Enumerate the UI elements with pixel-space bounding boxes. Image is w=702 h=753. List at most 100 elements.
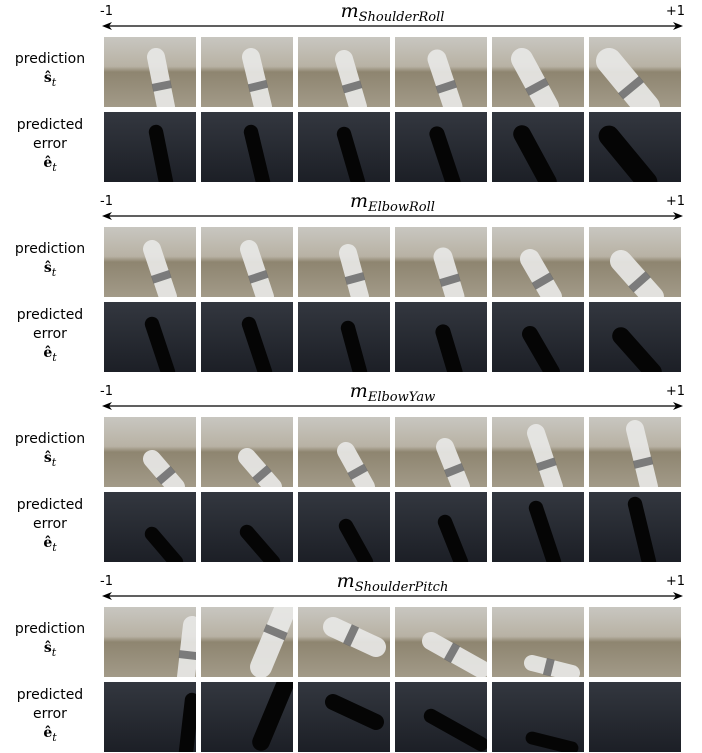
axis-title-subscript: ShoulderRoll — [358, 10, 445, 25]
row-label-text: prediction — [14, 621, 86, 637]
axis-arrow — [102, 22, 683, 30]
row-label-prediction: prediction ŝt — [0, 50, 100, 92]
row-label-prediction: prediction ŝt — [0, 240, 100, 282]
prediction-row — [104, 37, 681, 107]
row-label-symbol: êt — [43, 345, 57, 364]
prediction-row — [104, 607, 681, 677]
row-label-text: predicted — [16, 687, 84, 703]
axis-arrow — [102, 592, 683, 600]
row-label-error: predicted error êt — [0, 496, 100, 557]
axis-title-subscript: ShoulderPitch — [354, 580, 449, 595]
error-frame — [492, 682, 584, 752]
axis-title: mElbowYaw — [100, 380, 685, 405]
axis-min-label: -1 — [100, 194, 113, 209]
axis-title-subscript: ElbowRoll — [368, 200, 435, 215]
error-frame — [589, 492, 681, 562]
error-frame — [492, 112, 584, 182]
error-frame — [589, 112, 681, 182]
prediction-frame — [395, 417, 487, 487]
error-frame — [589, 302, 681, 372]
axis-min-label: -1 — [100, 384, 113, 399]
axis-title-variable: m — [336, 570, 355, 592]
prediction-row — [104, 227, 681, 297]
axis-title-variable: m — [349, 380, 368, 402]
prediction-frame — [395, 607, 487, 677]
error-frame — [298, 682, 390, 752]
error-frame — [298, 492, 390, 562]
axis-title: mShoulderRoll — [100, 0, 685, 25]
error-frame — [492, 492, 584, 562]
row-label-error: predicted error êt — [0, 116, 100, 177]
prediction-frame — [589, 227, 681, 297]
prediction-frame — [589, 417, 681, 487]
axis-max-label: +1 — [665, 194, 685, 209]
prediction-frame — [395, 37, 487, 107]
prediction-frame — [492, 227, 584, 297]
row-label-error: predicted error êt — [0, 306, 100, 367]
prediction-frame — [104, 37, 196, 107]
axis-title-variable: m — [340, 0, 359, 22]
error-frame — [104, 492, 196, 562]
prediction-frame — [492, 417, 584, 487]
axis-min-label: -1 — [100, 4, 113, 19]
prediction-frame — [492, 37, 584, 107]
prediction-frame — [104, 227, 196, 297]
error-frame — [201, 302, 293, 372]
row-label-symbol: êt — [43, 535, 57, 554]
row-label-text: error — [33, 326, 67, 342]
axis-arrow — [102, 212, 683, 220]
prediction-row — [104, 417, 681, 487]
error-frame — [395, 112, 487, 182]
error-frame — [395, 492, 487, 562]
row-label-prediction: prediction ŝt — [0, 620, 100, 662]
row-label-text: prediction — [14, 241, 86, 257]
prediction-frame — [589, 607, 681, 677]
axis-max-label: +1 — [665, 4, 685, 19]
row-label-symbol: ŝt — [43, 450, 57, 469]
prediction-frame — [298, 607, 390, 677]
axis-max-label: +1 — [665, 384, 685, 399]
prediction-frame — [395, 227, 487, 297]
error-frame — [395, 302, 487, 372]
row-label-text: predicted — [16, 497, 84, 513]
row-label-text: error — [33, 516, 67, 532]
error-row — [104, 492, 681, 562]
axis-arrow — [102, 402, 683, 410]
prediction-frame — [298, 37, 390, 107]
prediction-frame — [298, 417, 390, 487]
prediction-frame — [201, 37, 293, 107]
error-frame — [492, 302, 584, 372]
row-label-text: prediction — [14, 51, 86, 67]
error-frame — [104, 112, 196, 182]
axis-title-variable: m — [350, 190, 369, 212]
row-label-prediction: prediction ŝt — [0, 430, 100, 472]
error-frame — [104, 682, 196, 752]
error-frame — [201, 492, 293, 562]
row-label-text: predicted — [16, 117, 84, 133]
row-label-text: error — [33, 706, 67, 722]
axis-min-label: -1 — [100, 574, 113, 589]
error-frame — [201, 682, 293, 752]
prediction-frame — [201, 607, 293, 677]
row-label-text: predicted — [16, 307, 84, 323]
row-label-text: error — [33, 136, 67, 152]
axis-title: mShoulderPitch — [100, 570, 685, 595]
prediction-frame — [201, 417, 293, 487]
row-label-symbol: êt — [43, 725, 57, 744]
prediction-frame — [104, 417, 196, 487]
axis-max-label: +1 — [665, 574, 685, 589]
error-frame — [104, 302, 196, 372]
prediction-frame — [201, 227, 293, 297]
row-label-symbol: ŝt — [43, 640, 57, 659]
row-label-text: prediction — [14, 431, 86, 447]
row-label-symbol: ŝt — [43, 70, 57, 89]
row-label-symbol: ŝt — [43, 260, 57, 279]
prediction-frame — [589, 37, 681, 107]
prediction-frame — [492, 607, 584, 677]
error-frame — [589, 682, 681, 752]
axis-title: mElbowRoll — [100, 190, 685, 215]
